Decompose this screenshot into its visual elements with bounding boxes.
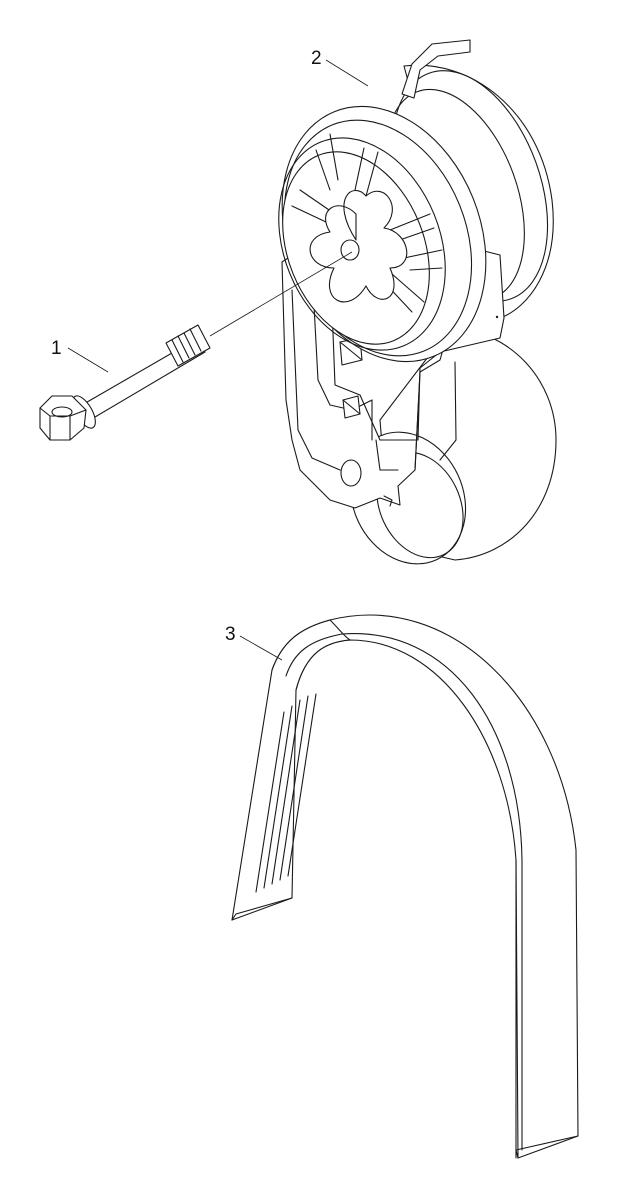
assembly-axis-line: [209, 251, 353, 337]
callout-1-label: 1: [51, 338, 62, 359]
callout-3: 3: [225, 624, 283, 661]
belt-tensioner-assembly[interactable]: [246, 39, 577, 583]
callout-3-leader: [239, 635, 283, 661]
callout-2-leader: [325, 59, 369, 87]
drive-belt[interactable]: [231, 614, 579, 1159]
hex-flange-bolt[interactable]: [39, 324, 211, 441]
callout-1: 1: [51, 338, 109, 373]
callout-2: 2: [311, 48, 369, 87]
callout-1-leader: [67, 347, 109, 373]
callout-3-label: 3: [225, 624, 236, 645]
callout-2-label: 2: [311, 48, 322, 69]
